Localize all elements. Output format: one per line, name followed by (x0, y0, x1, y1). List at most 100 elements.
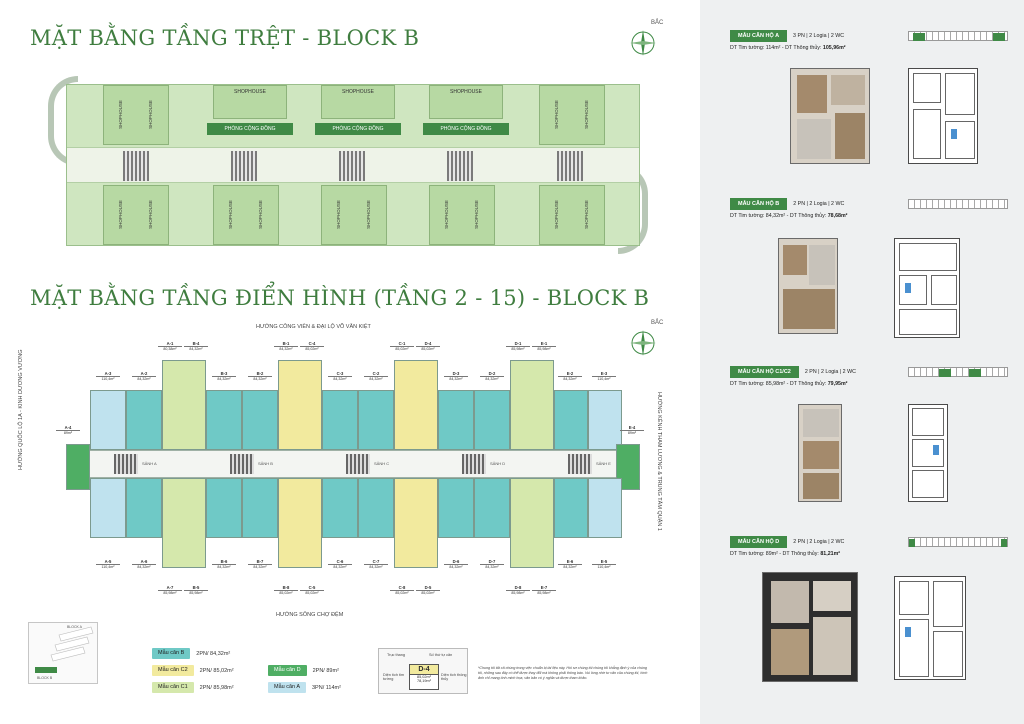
unit-b (206, 390, 242, 450)
unit-2d-plan (908, 68, 978, 164)
unit-3d-plan (762, 572, 858, 682)
shophouse-label: SHOPHOUSE (234, 89, 266, 95)
key-plan-graphic (35, 626, 94, 673)
unit-card-b: MẪU CĂN HỘ B 2 PN | 2 Logia | 2 WC DT Ti… (722, 198, 1012, 368)
disclaimer-note: *Chung tôi tất cả chúng trong việc chuẩn… (478, 666, 648, 680)
unit-type-legend: Mẫu căn B 2PN/ 84,32m² Mẫu căn C2 2PN/ 8… (152, 648, 382, 698)
unit-3d-plan (798, 404, 842, 502)
unit-location-strip (908, 537, 1008, 547)
unit-3d-plan (790, 68, 870, 164)
unit-b (242, 478, 278, 538)
unit-badge: MẪU CĂN HỘ A (730, 30, 788, 42)
lift-core (230, 454, 254, 474)
unit-a (90, 478, 126, 538)
unit-badge: MẪU CĂN HỘ B (730, 198, 788, 210)
unit-card-c: MẪU CĂN HỘ C1/C2 2 PN | 2 Logia | 2 WC D… (722, 366, 1012, 536)
unit-b (554, 390, 588, 450)
community-room: PHÒNG CỘNG ĐỒNG (207, 123, 293, 135)
legend-item: Mẫu căn B 2PN/ 84,32m² (152, 648, 230, 659)
shophouse-unit (429, 85, 503, 119)
unit-b (474, 390, 510, 450)
community-room: PHÒNG CỘNG ĐỒNG (423, 123, 509, 135)
unit-spec: 2 PN | 2 Logia | 2 WC (804, 369, 856, 375)
shophouse-label: SHOPHOUSE (342, 89, 374, 95)
unit-d (66, 444, 90, 490)
master-plan-panel: MẶT BẰNG TẦNG TRỆT - BLOCK B BẮC SHOPHOU… (18, 20, 664, 698)
direction-left: HƯỚNG QUỐC LỘ 1A - KINH DƯƠNG VƯƠNG (18, 349, 24, 470)
unit-b (206, 478, 242, 538)
unit-spec: 3 PN | 2 Logia | 2 WC (793, 33, 845, 39)
lobby-c: SẢNH C (374, 461, 390, 466)
stair-core (123, 151, 149, 181)
direction-top: HƯỚNG CÔNG VIÊN & ĐẠI LỘ VÕ VĂN KIỆT (256, 324, 371, 330)
legend-item: Mẫu căn C2 2PN/ 85,02m² (152, 665, 234, 676)
lobby-a: SẢNH A (142, 461, 157, 466)
legend-item: Mẫu căn C1 2PN/ 85,98m² (152, 682, 234, 693)
community-room: PHÒNG CỘNG ĐỒNG (315, 123, 401, 135)
unit-area: DT Tim tường: 85,98m² - DT Thông thủy: 7… (730, 381, 848, 387)
unit-2d-plan (894, 238, 960, 338)
direction-bottom: HƯỚNG SÔNG CHỢ ĐỆM (276, 612, 344, 618)
unit-spec: 2 PN | 2 Logia | 2 WC (793, 201, 845, 207)
stair-core (339, 151, 365, 181)
unit-badge: MẪU CĂN HỘ C1/C2 (730, 366, 799, 378)
unit-c1 (510, 478, 554, 568)
unit-card-a: MẪU CĂN HỘ A 3 PN | 2 Logia | 2 WC DT Ti… (722, 30, 1012, 200)
unit-a (588, 478, 622, 538)
unit-b (322, 478, 358, 538)
unit-area: DT Tim tường: 89m² - DT Thông thủy: 81,2… (730, 551, 841, 557)
unit-b (322, 390, 358, 450)
lift-core (114, 454, 138, 474)
unit-b (126, 390, 162, 450)
unit-b (126, 478, 162, 538)
unit-c2 (278, 478, 322, 568)
key-plan: BLOCK A BLOCK B (28, 622, 98, 684)
shophouse-unit (213, 85, 287, 119)
unit-b (438, 390, 474, 450)
lobby-e: SẢNH E (596, 461, 611, 466)
unit-badge: MẪU CĂN HỘ D (730, 536, 788, 548)
unit-area: DT Tim tường: 114m² - DT Thông thủy: 105… (730, 45, 846, 51)
unit-c1 (162, 478, 206, 568)
unit-location-strip (908, 31, 1008, 41)
unit-location-strip (908, 199, 1008, 209)
shophouse-label: SHOPHOUSE (450, 89, 482, 95)
unit-c1 (510, 360, 554, 450)
unit-b (242, 390, 278, 450)
unit-b (358, 478, 394, 538)
typical-floor-title: MẶT BẰNG TẦNG ĐIỂN HÌNH (TẦNG 2 - 15) - … (30, 286, 650, 310)
unit-b (358, 390, 394, 450)
legend-item: Mẫu căn A 3PN/ 114m² (268, 682, 341, 693)
lift-core (346, 454, 370, 474)
